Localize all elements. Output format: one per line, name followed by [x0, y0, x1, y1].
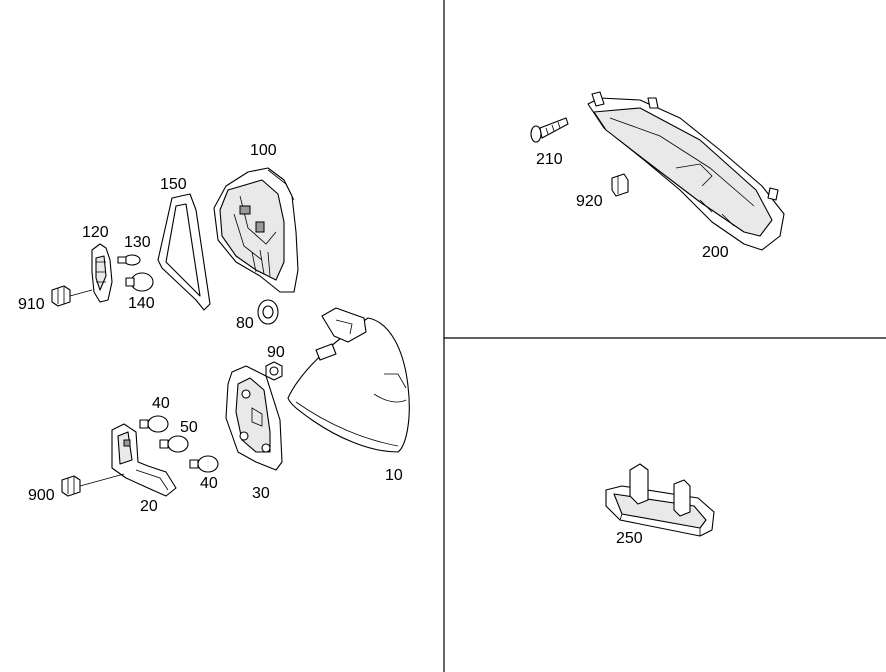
- callout-100: 100: [250, 142, 277, 159]
- gasket-seal-part: [157, 193, 211, 311]
- screw-part: [530, 117, 569, 143]
- callout-920: 920: [576, 193, 603, 210]
- callout-40-lower: 40: [200, 475, 218, 492]
- grommet-part: [257, 299, 279, 325]
- callout-130: 130: [124, 234, 151, 251]
- callout-910: 910: [18, 296, 45, 313]
- callout-20: 20: [140, 498, 158, 515]
- callout-150: 150: [160, 176, 187, 193]
- connector-910-part: [51, 285, 93, 307]
- callout-30: 30: [252, 485, 270, 502]
- bulb-socket-part: [91, 243, 113, 303]
- callout-250: 250: [616, 530, 643, 547]
- lamp-housing-part: [213, 167, 299, 293]
- callout-90: 90: [267, 344, 285, 361]
- callout-140: 140: [128, 295, 155, 312]
- connector-900-part: [61, 473, 125, 497]
- bulb-carrier-part: [111, 423, 177, 497]
- small-bulb-part: [117, 254, 141, 266]
- callout-40-upper: 40: [152, 395, 170, 412]
- mirror-cover-part: [287, 307, 410, 453]
- callout-200: 200: [702, 244, 729, 261]
- bulb-40-lower-part: [189, 455, 219, 473]
- license-lamp-part: [605, 463, 715, 537]
- nut-part: [265, 361, 283, 381]
- callout-50: 50: [180, 419, 198, 436]
- callout-210: 210: [536, 151, 563, 168]
- bulb-50-part: [159, 435, 189, 453]
- mounting-plate-part: [225, 365, 283, 471]
- callout-900: 900: [28, 487, 55, 504]
- callout-120: 120: [82, 224, 109, 241]
- clip-920-part: [611, 173, 629, 197]
- callout-80: 80: [236, 315, 254, 332]
- callout-10: 10: [385, 467, 403, 484]
- lamp-lens-part: [587, 91, 785, 251]
- bulb-40-upper-part: [139, 415, 169, 433]
- bulb-part: [125, 272, 154, 292]
